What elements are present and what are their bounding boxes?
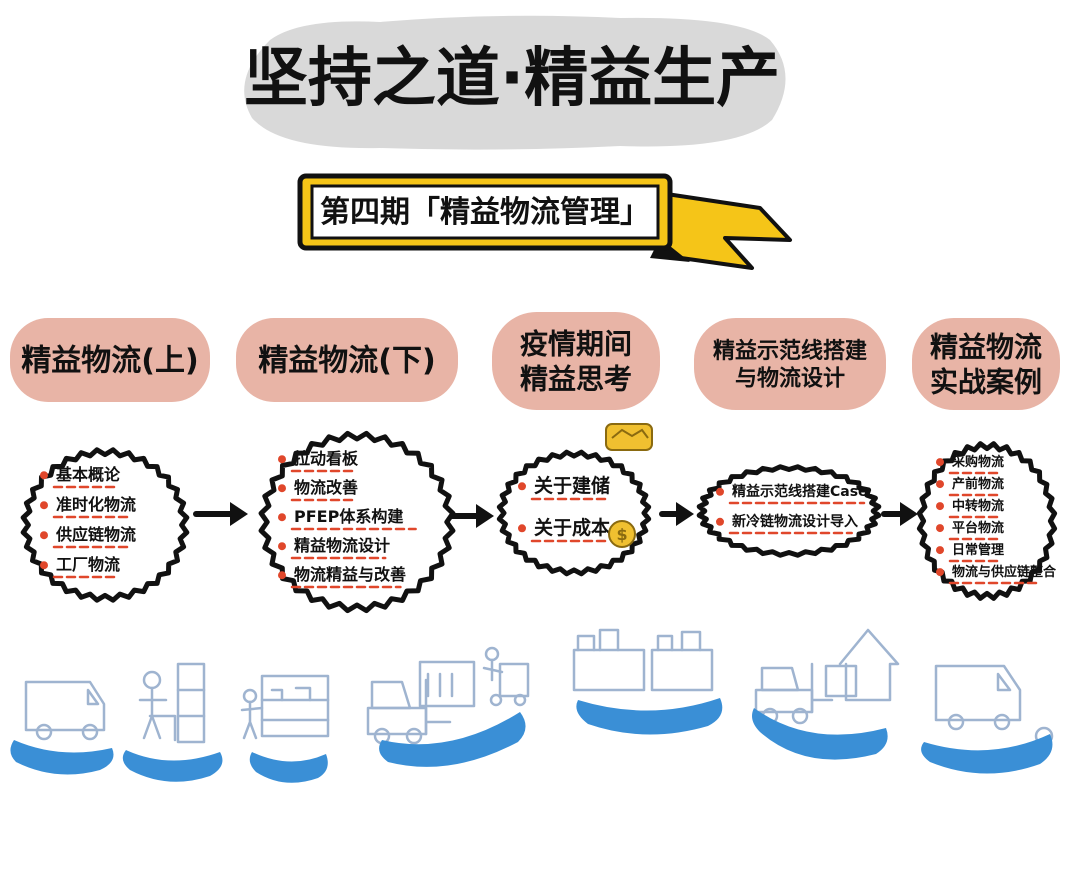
title-background	[244, 15, 786, 150]
stage-header-1: 精益物流(上)	[10, 318, 210, 402]
stage-header-bg	[10, 318, 210, 402]
wave	[10, 740, 114, 775]
bubble-item: 产前物流	[952, 476, 1004, 492]
bullet-dot	[40, 561, 48, 570]
bubble-outline	[20, 447, 190, 603]
bullet-dot	[936, 502, 944, 511]
stage-header-bg	[236, 318, 458, 402]
stage-header-2: 精益物流(下)	[236, 318, 458, 402]
bullet-dot	[278, 455, 286, 464]
svg-text:$: $	[616, 525, 627, 544]
wave	[122, 750, 223, 782]
bubble-outline	[258, 430, 456, 614]
bubble-item: 采购物流	[951, 454, 1004, 470]
stage-header-label: 精益物流	[930, 330, 1042, 363]
bubble-item: 中转物流	[952, 498, 1004, 514]
delivery-van-icon	[24, 680, 106, 741]
stage-header-bg	[912, 318, 1060, 410]
flow-arrow-4	[881, 502, 918, 526]
worker-with-shelf-icon	[138, 662, 206, 744]
stage-header-label: 实战案例	[930, 365, 1042, 398]
stage-header-label: 精益示范线搭建	[713, 338, 867, 364]
title-text: 坚持之道·精益生产	[244, 42, 780, 116]
bubble-item: 关于建储	[534, 474, 610, 497]
bubble-item: 物流精益与改善	[294, 565, 406, 584]
subtitle-text: 第四期「精益物流管理」	[320, 195, 650, 230]
bubble-item: 拉动看板	[294, 449, 359, 468]
wave	[921, 734, 1053, 774]
bullet-dot	[716, 517, 724, 526]
bubble-item: 物流与供应链整合	[952, 564, 1057, 580]
bullet-dot	[278, 542, 286, 551]
stage-header-label: 与物流设计	[735, 365, 845, 391]
bubble-item: 基本概论	[55, 465, 121, 484]
wave	[752, 708, 888, 760]
bubble-item: PFEP体系构建	[294, 507, 403, 526]
stage-header-label: 疫情期间	[520, 327, 632, 360]
worker-at-rack-icon	[240, 674, 330, 740]
bullet-dot	[278, 571, 286, 580]
bullet-dot	[936, 480, 944, 489]
stage-header-bg	[694, 318, 886, 410]
arrow-head	[476, 504, 494, 528]
arrow-head	[230, 502, 248, 526]
bullet-dot	[518, 482, 526, 491]
bullet-dot	[936, 546, 944, 555]
bubble-item: 精益示范线搭建Case	[732, 483, 868, 500]
wave	[576, 698, 723, 735]
stage-header-bg	[492, 312, 660, 410]
flow-arrow-2	[449, 504, 494, 528]
stage-header-label: 精益物流(上)	[21, 344, 198, 379]
bubble-item: 准时化物流	[56, 495, 136, 514]
bullet-dot	[40, 501, 48, 510]
delivery-van-icon	[934, 664, 1054, 746]
storage-boxes-icon	[572, 628, 714, 692]
bullet-dot	[936, 568, 944, 577]
bullet-dot	[936, 524, 944, 533]
forklift-house-icon	[754, 628, 900, 725]
banner-inner	[310, 184, 660, 240]
bullet-dot	[278, 484, 286, 493]
flow-arrow-1	[193, 502, 248, 526]
bubble-item: 平台物流	[952, 520, 1004, 536]
bubble-item: 供应链物流	[55, 525, 136, 544]
bubble-item: 关于成本	[534, 516, 610, 539]
bullet-dot	[518, 524, 526, 533]
forklift-warehouse-icon	[366, 646, 530, 745]
bullet-dot	[40, 471, 48, 480]
bubble-outline	[496, 449, 652, 577]
bubble-item: 新冷链物流设计导入	[732, 513, 858, 530]
bubble-outline	[696, 464, 882, 558]
arrow-head	[900, 502, 918, 526]
bubble-item: 精益物流设计	[294, 536, 390, 555]
bubble-item: 日常管理	[952, 542, 1004, 558]
arrow-head	[676, 502, 694, 526]
stage-header-label: 精益物流(下)	[258, 344, 435, 379]
bullet-dot	[278, 513, 286, 522]
bullet-dot	[936, 458, 944, 467]
wave	[249, 752, 328, 783]
dollar-coin-icon: $	[608, 520, 636, 548]
bullet-dot	[40, 531, 48, 540]
handshake-icon	[605, 423, 653, 451]
bullet-dot	[716, 487, 724, 496]
bubble-item: 物流改善	[294, 478, 358, 497]
stage-header-label: 精益思考	[520, 362, 632, 395]
bubble-item: 工厂物流	[56, 555, 120, 574]
stage-bubble-4: 精益示范线搭建Case 新冷链物流设计导入	[696, 464, 882, 558]
bubble-outline	[916, 441, 1058, 601]
waves	[10, 698, 1053, 783]
flow-arrow-3	[659, 502, 694, 526]
wave	[379, 712, 526, 767]
